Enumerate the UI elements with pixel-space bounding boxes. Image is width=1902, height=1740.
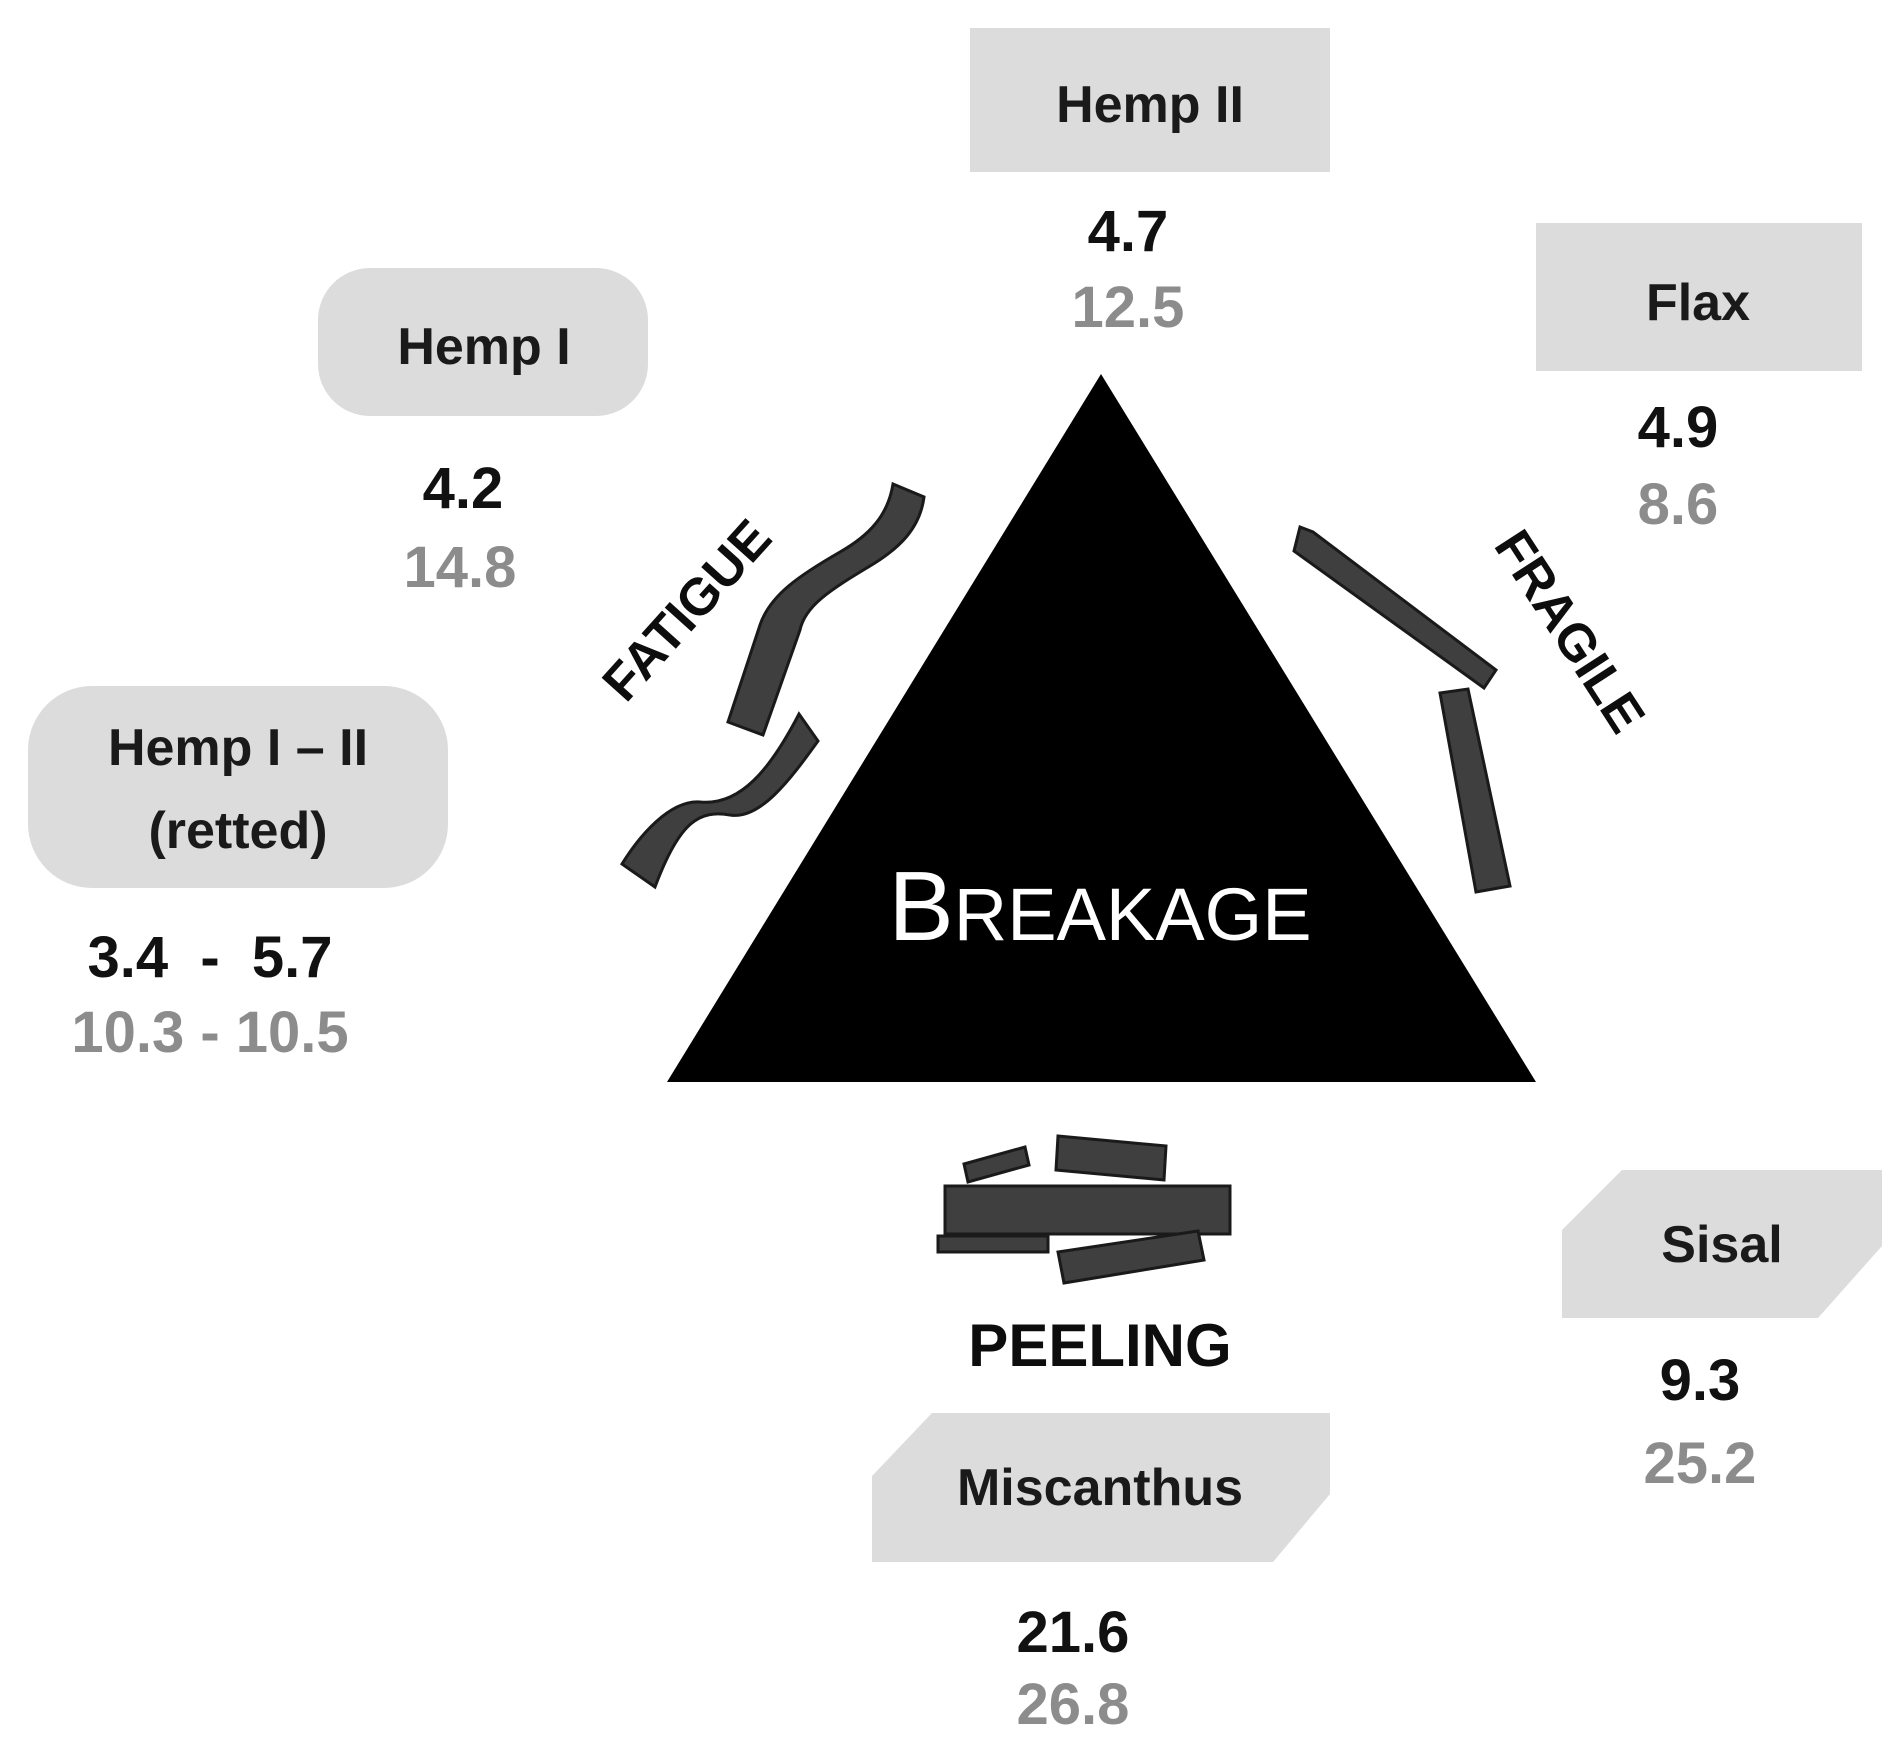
peeling-fragment-3 <box>943 1184 1232 1236</box>
breakage-label-rest: REAKAGE <box>954 873 1312 956</box>
hemp12-label-line1: Hemp I – II <box>108 719 368 777</box>
hemp12-box <box>28 686 448 888</box>
breakage-label: BREAKAGE <box>888 851 1311 961</box>
miscanthus-box <box>872 1413 1330 1562</box>
fragile-mode-label: FRAGILE <box>1483 520 1656 743</box>
peeling-fragment-4 <box>936 1234 1050 1254</box>
miscanthus-value-primary: 21.6 <box>1017 1600 1130 1665</box>
fatigue-fiber-upper <box>726 481 926 737</box>
hemp1-value-secondary: 14.8 <box>404 535 517 600</box>
hemp2-value-primary: 4.7 <box>1088 199 1169 264</box>
peeling-fragment-1 <box>962 1145 1031 1184</box>
hemp1-label: Hemp I <box>397 318 570 376</box>
hemp2-box <box>970 28 1330 172</box>
breakage-label-initial: B <box>888 851 953 961</box>
flax-value-primary: 4.9 <box>1638 395 1719 460</box>
fragile-fiber-upper <box>1292 524 1499 691</box>
sisal-value-primary: 9.3 <box>1660 1348 1741 1413</box>
flax-label: Flax <box>1646 274 1750 332</box>
fragile-fiber-lower <box>1438 687 1512 894</box>
hemp12-label-line2: (retted) <box>148 802 327 860</box>
hemp12-value-primary: 3.4 - 5.7 <box>87 925 332 990</box>
hemp2-value-secondary: 12.5 <box>1072 275 1185 340</box>
sisal-label: Sisal <box>1661 1216 1782 1274</box>
peeling-fragment-5 <box>1056 1229 1206 1285</box>
hemp1-value-primary: 4.2 <box>423 456 504 521</box>
flax-value-secondary: 8.6 <box>1638 472 1719 537</box>
fatigue-fiber-lower <box>619 711 820 890</box>
peeling-fragment-2 <box>1054 1134 1168 1182</box>
miscanthus-label: Miscanthus <box>957 1459 1243 1517</box>
sisal-value-secondary: 25.2 <box>1644 1431 1757 1496</box>
hemp1-box <box>318 268 648 416</box>
hemp2-label: Hemp II <box>1056 76 1244 134</box>
miscanthus-value-secondary: 26.8 <box>1017 1672 1130 1737</box>
hemp12-value-secondary: 10.3 - 10.5 <box>71 1000 348 1065</box>
breakage-triangle <box>667 374 1536 1082</box>
peeling-mode-label: PEELING <box>968 1312 1231 1379</box>
sisal-box <box>1562 1170 1882 1318</box>
flax-box <box>1536 223 1862 371</box>
